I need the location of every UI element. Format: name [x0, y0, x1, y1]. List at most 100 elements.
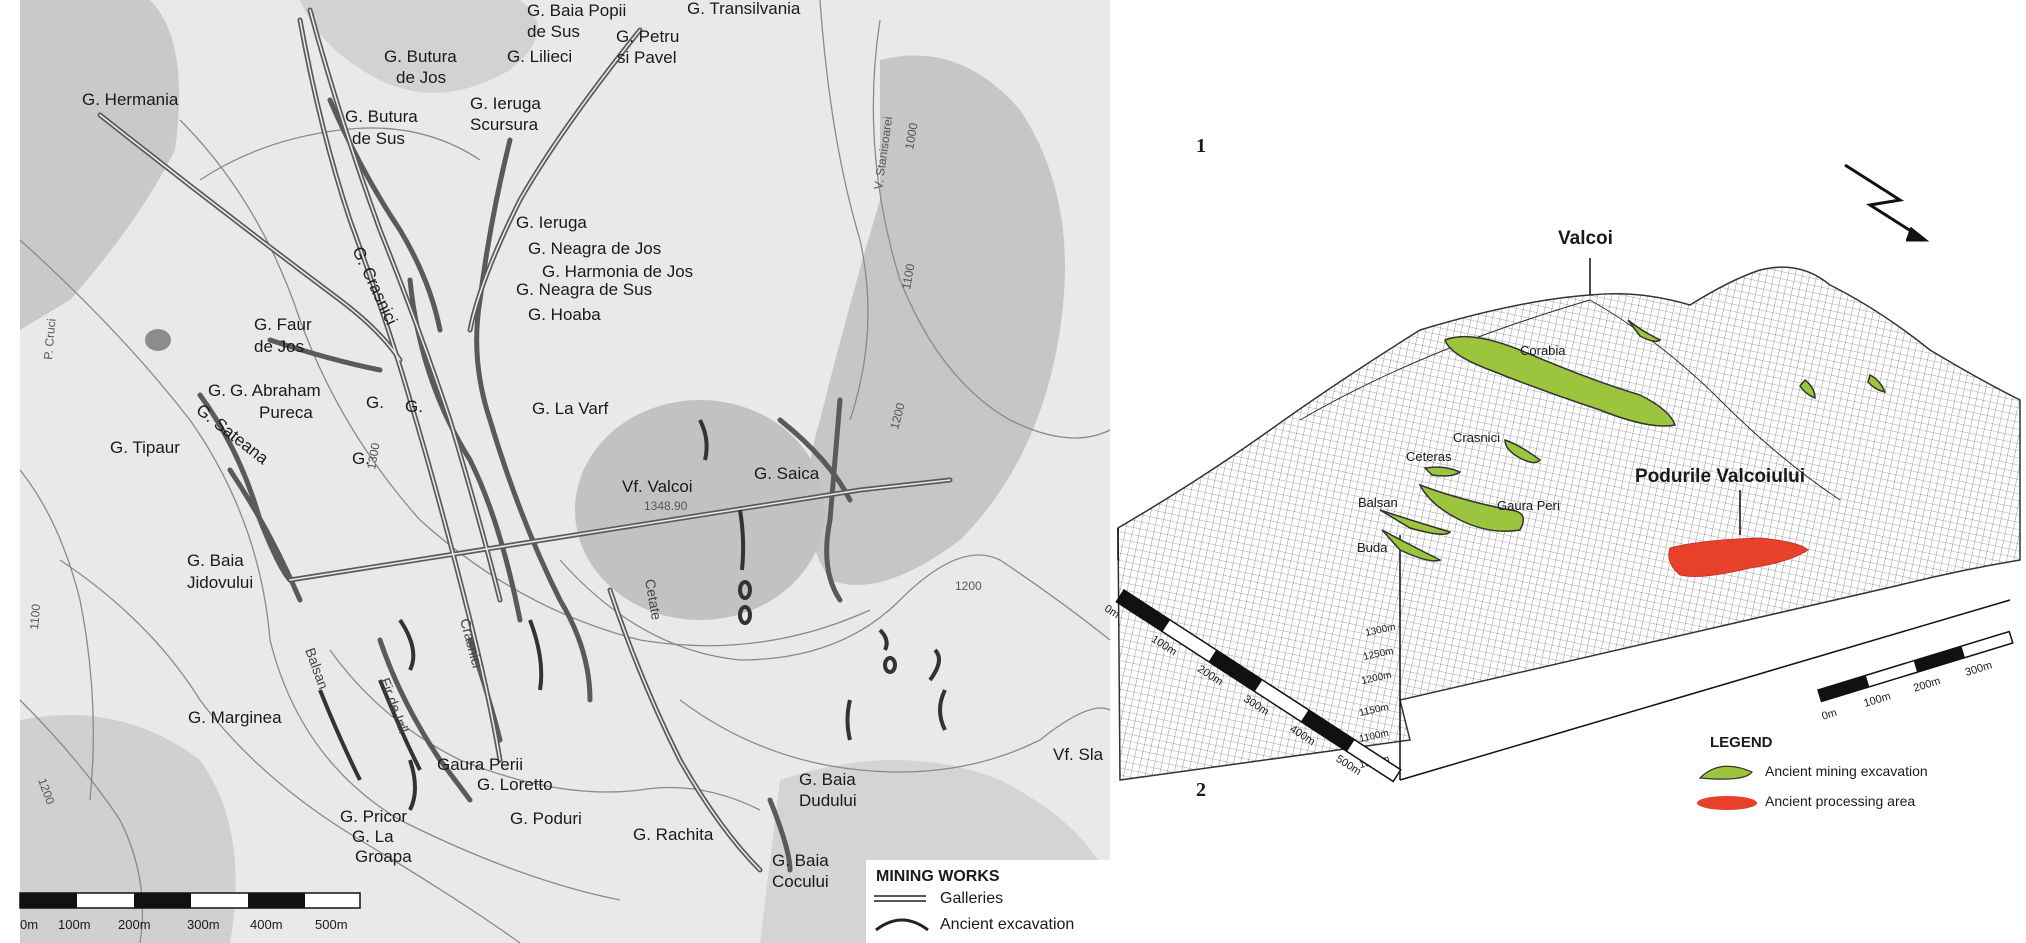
label-crasnici-3d: Crasnici	[1453, 430, 1500, 445]
scale-tick-0: 0m	[20, 917, 38, 932]
terrain-legend-excavation: Ancient mining excavation	[1765, 763, 1928, 779]
label-la-groapa-2: Groapa	[355, 847, 412, 866]
ancient-excavations	[318, 419, 947, 811]
label-podurile-valcoiului: Podurile Valcoiului	[1635, 466, 1805, 487]
label-marginea: G. Marginea	[188, 708, 282, 727]
mining-works-legend: MINING WORKS Galleries Ancient excavatio…	[866, 860, 1110, 943]
label-faur-2: de Jos	[254, 337, 304, 356]
excavation-east-3	[1627, 319, 1662, 343]
side-scale-200: 200m	[1912, 675, 1942, 695]
label-butura-sus: G. Butura	[345, 107, 418, 126]
label-neagra-jos: G. Neagra de Jos	[528, 239, 661, 258]
label-baia-popii-2: de Sus	[527, 22, 580, 41]
panel-label-2: 2	[1196, 779, 1206, 801]
shaded-zone-north	[300, 0, 538, 93]
contour-label-1100b: 1100	[27, 603, 43, 630]
label-la-groapa: G. La	[352, 827, 394, 846]
label-transilvania: G. Transilvania	[687, 0, 801, 18]
shaded-zone-south	[20, 715, 236, 943]
scale-tick-500: 500m	[315, 917, 348, 932]
label-gaura-perii: Gaura Perii	[437, 755, 523, 774]
label-saica: G. Saica	[754, 464, 820, 483]
scale-bar-left: 0m 100m 200m 300m 400m 500m	[19, 892, 361, 932]
label-p-cruci: P. Cruci	[41, 318, 59, 360]
excavation-corabia	[1444, 335, 1676, 427]
label-baia-jidovului: G. Baia	[187, 551, 244, 570]
label-petru: G. Petru	[616, 27, 679, 46]
label-corabia-3d: Corabia	[1520, 343, 1566, 358]
label-gaura-peri-3d: Gaura Peri	[1497, 498, 1560, 513]
scale-seg-3	[134, 893, 191, 908]
label-hermania: G. Hermania	[82, 90, 179, 109]
label-faur: G. Faur	[254, 315, 312, 334]
small-lake	[145, 329, 171, 351]
contour-label-1000: 1000	[902, 121, 920, 150]
label-poduri: G. Poduri	[510, 809, 582, 828]
label-balsan-3d: Balsan	[1358, 495, 1398, 510]
front-scale-seg-3	[1208, 649, 1263, 692]
scale-seg-5	[248, 893, 305, 908]
scale-tick-200: 200m	[118, 917, 151, 932]
excavation-gaura-peri	[1418, 483, 1525, 532]
label-baia-cocului-2: Cocului	[772, 872, 829, 891]
excavation-east-1	[1867, 373, 1887, 394]
label-buda-3d: Buda	[1357, 540, 1388, 555]
terrain-legend: LEGEND Ancient mining excavation Ancient…	[1697, 734, 1928, 810]
front-scale-seg-1	[1116, 590, 1171, 632]
label-g-prefix: G.	[208, 381, 226, 400]
label-baia-dudului: G. Baia	[799, 770, 856, 789]
map-labels: G. Baia Popii de Sus G. Transilvania G. …	[27, 0, 1104, 891]
excavation-crasnici	[1504, 438, 1542, 464]
contour-label-1200a: 1200	[887, 401, 908, 431]
shaded-zone-summit	[575, 400, 825, 620]
label-la-varf: G. La Varf	[532, 399, 608, 418]
label-si-pavel: si Pavel	[617, 48, 677, 67]
label-baia-dudului-2: Dudului	[799, 791, 857, 810]
panel-label-1: 1	[1196, 135, 1206, 157]
label-butura-jos-2: de Jos	[396, 68, 446, 87]
contour-label-1200b: 1200	[955, 579, 982, 593]
contour-label-1348: 1348.90	[644, 499, 688, 513]
label-lilieci: G. Lilieci	[507, 47, 572, 66]
scale-tick-300: 300m	[187, 917, 220, 932]
label-neagra-sus: G. Neagra de Sus	[516, 280, 652, 299]
topographic-map: G. Baia Popii de Sus G. Transilvania G. …	[19, 0, 1111, 943]
excavation-balsan	[1379, 509, 1452, 535]
terrain-legend-title: LEGEND	[1710, 734, 1773, 751]
side-scale-seg-3	[1913, 646, 1965, 673]
label-rachita: G. Rachita	[633, 825, 714, 844]
label-valcoi: Valcoi	[1558, 228, 1613, 249]
label-baia-jidovului-2: Jidovului	[187, 573, 253, 592]
shaded-zone-nw	[20, 0, 180, 330]
excavation-zones	[1379, 319, 1887, 562]
legend-ancient-excavation: Ancient excavation	[940, 916, 1074, 933]
label-loretto: G. Loretto	[477, 775, 553, 794]
label-ceteras-3d: Ceteras	[1406, 449, 1452, 464]
label-abraham: G. Abraham	[230, 381, 321, 400]
label-vf-sla: Vf. Sla	[1053, 745, 1104, 764]
label-tipaur: G. Tipaur	[110, 438, 180, 457]
processing-area	[1668, 537, 1809, 577]
label-g-2: G.	[405, 397, 423, 416]
legend-title: MINING WORKS	[876, 868, 1000, 885]
label-baia-cocului: G. Baia	[772, 851, 829, 870]
excavation-east-2	[1799, 378, 1816, 400]
scale-bar-3d-side: 0m 100m 200m 300m	[1817, 630, 2014, 723]
contour-label-1300: 1300	[364, 441, 382, 470]
side-scale-100: 100m	[1862, 690, 1892, 710]
label-ieruga-scursura-2: Scursura	[470, 115, 539, 134]
legend-excavation-swatch	[1698, 765, 1753, 780]
legend-galleries: Galleries	[940, 890, 1003, 907]
label-baia-popii: G. Baia Popii	[527, 1, 626, 20]
side-scale-seg-1	[1818, 675, 1870, 702]
galleries-inner	[99, 9, 951, 871]
label-hoaba: G. Hoaba	[528, 305, 601, 324]
label-harmonia-jos: G. Harmonia de Jos	[542, 262, 693, 281]
terrain-base	[1117, 528, 2011, 781]
excavation-ceteras	[1423, 466, 1462, 477]
scale-seg-1	[20, 893, 77, 908]
label-butura-sus-2: de Sus	[352, 129, 405, 148]
label-ieruga: G. Ieruga	[516, 213, 587, 232]
label-pricor: G. Pricor	[340, 807, 407, 826]
